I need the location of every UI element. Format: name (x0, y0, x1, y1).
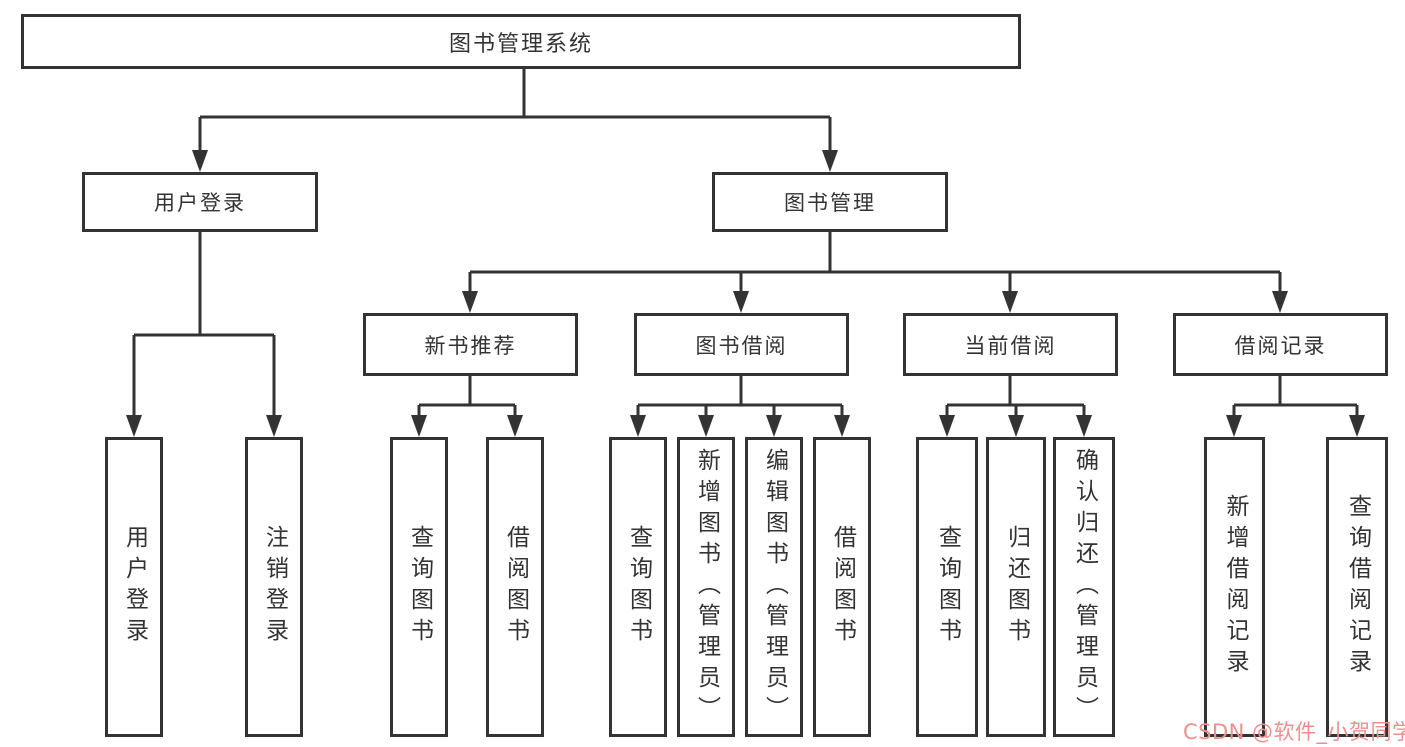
node-label: 用户登录 (154, 191, 246, 215)
leaf-query-book-current: 查询图书 (916, 437, 978, 737)
leaf-label: 借阅图书 (502, 525, 529, 649)
node-label: 当前借阅 (964, 333, 1057, 358)
node-borrow-records: 借阅记录 (1173, 313, 1388, 376)
node-label: 图书借阅 (695, 333, 788, 358)
leaf-label: 归还图书 (1003, 525, 1030, 649)
leaf-label: 用户登录 (121, 525, 148, 649)
node-book-borrow: 图书借阅 (634, 313, 849, 376)
leaf-label: 注销登录 (261, 525, 288, 649)
leaf-query-book-borrow: 查询图书 (609, 437, 667, 737)
leaf-borrow-book-newrec: 借阅图书 (486, 437, 544, 737)
node-label: 新书推荐 (424, 333, 517, 358)
leaf-return-book: 归还图书 (986, 437, 1046, 737)
node-current-borrow: 当前借阅 (903, 313, 1118, 376)
leaf-borrow-book-borrow: 借阅图书 (813, 437, 871, 737)
leaf-label: 确认归还（管理员） (1071, 447, 1098, 727)
node-new-book-recommend: 新书推荐 (363, 313, 578, 376)
node-label: 图书管理系统 (448, 31, 593, 57)
leaf-confirm-return-admin: 确认归还（管理员） (1053, 437, 1115, 737)
leaf-label: 查询图书 (625, 525, 652, 649)
node-label: 图书管理 (784, 191, 876, 215)
arrowheads (126, 150, 1365, 437)
leaf-label: 借阅图书 (829, 525, 856, 649)
leaf-label: 查询借阅记录 (1344, 494, 1371, 680)
watermark: CSDN @软件_小贺同学 (1183, 720, 1405, 744)
leaf-logout: 注销登录 (245, 437, 303, 737)
leaf-user-login: 用户登录 (105, 437, 163, 737)
leaf-label: 新增图书（管理员） (693, 447, 720, 727)
leaf-label: 查询图书 (934, 525, 961, 649)
leaf-label: 新增借阅记录 (1222, 494, 1248, 680)
leaf-edit-book-admin: 编辑图书（管理员） (745, 437, 803, 737)
node-user-login: 用户登录 (82, 172, 318, 232)
leaf-add-book-admin: 新增图书（管理员） (677, 437, 735, 737)
node-book-management: 图书管理 (712, 172, 948, 232)
leaf-query-book-newrec: 查询图书 (390, 437, 448, 737)
leaf-query-borrow-record: 查询借阅记录 (1326, 437, 1388, 737)
leaf-label: 编辑图书（管理员） (761, 447, 788, 727)
leaf-add-borrow-record: 新增借阅记录 (1204, 437, 1265, 737)
leaf-label: 查询图书 (406, 525, 433, 649)
node-label: 借阅记录 (1234, 333, 1327, 358)
node-library-management-system: 图书管理系统 (21, 14, 1021, 69)
